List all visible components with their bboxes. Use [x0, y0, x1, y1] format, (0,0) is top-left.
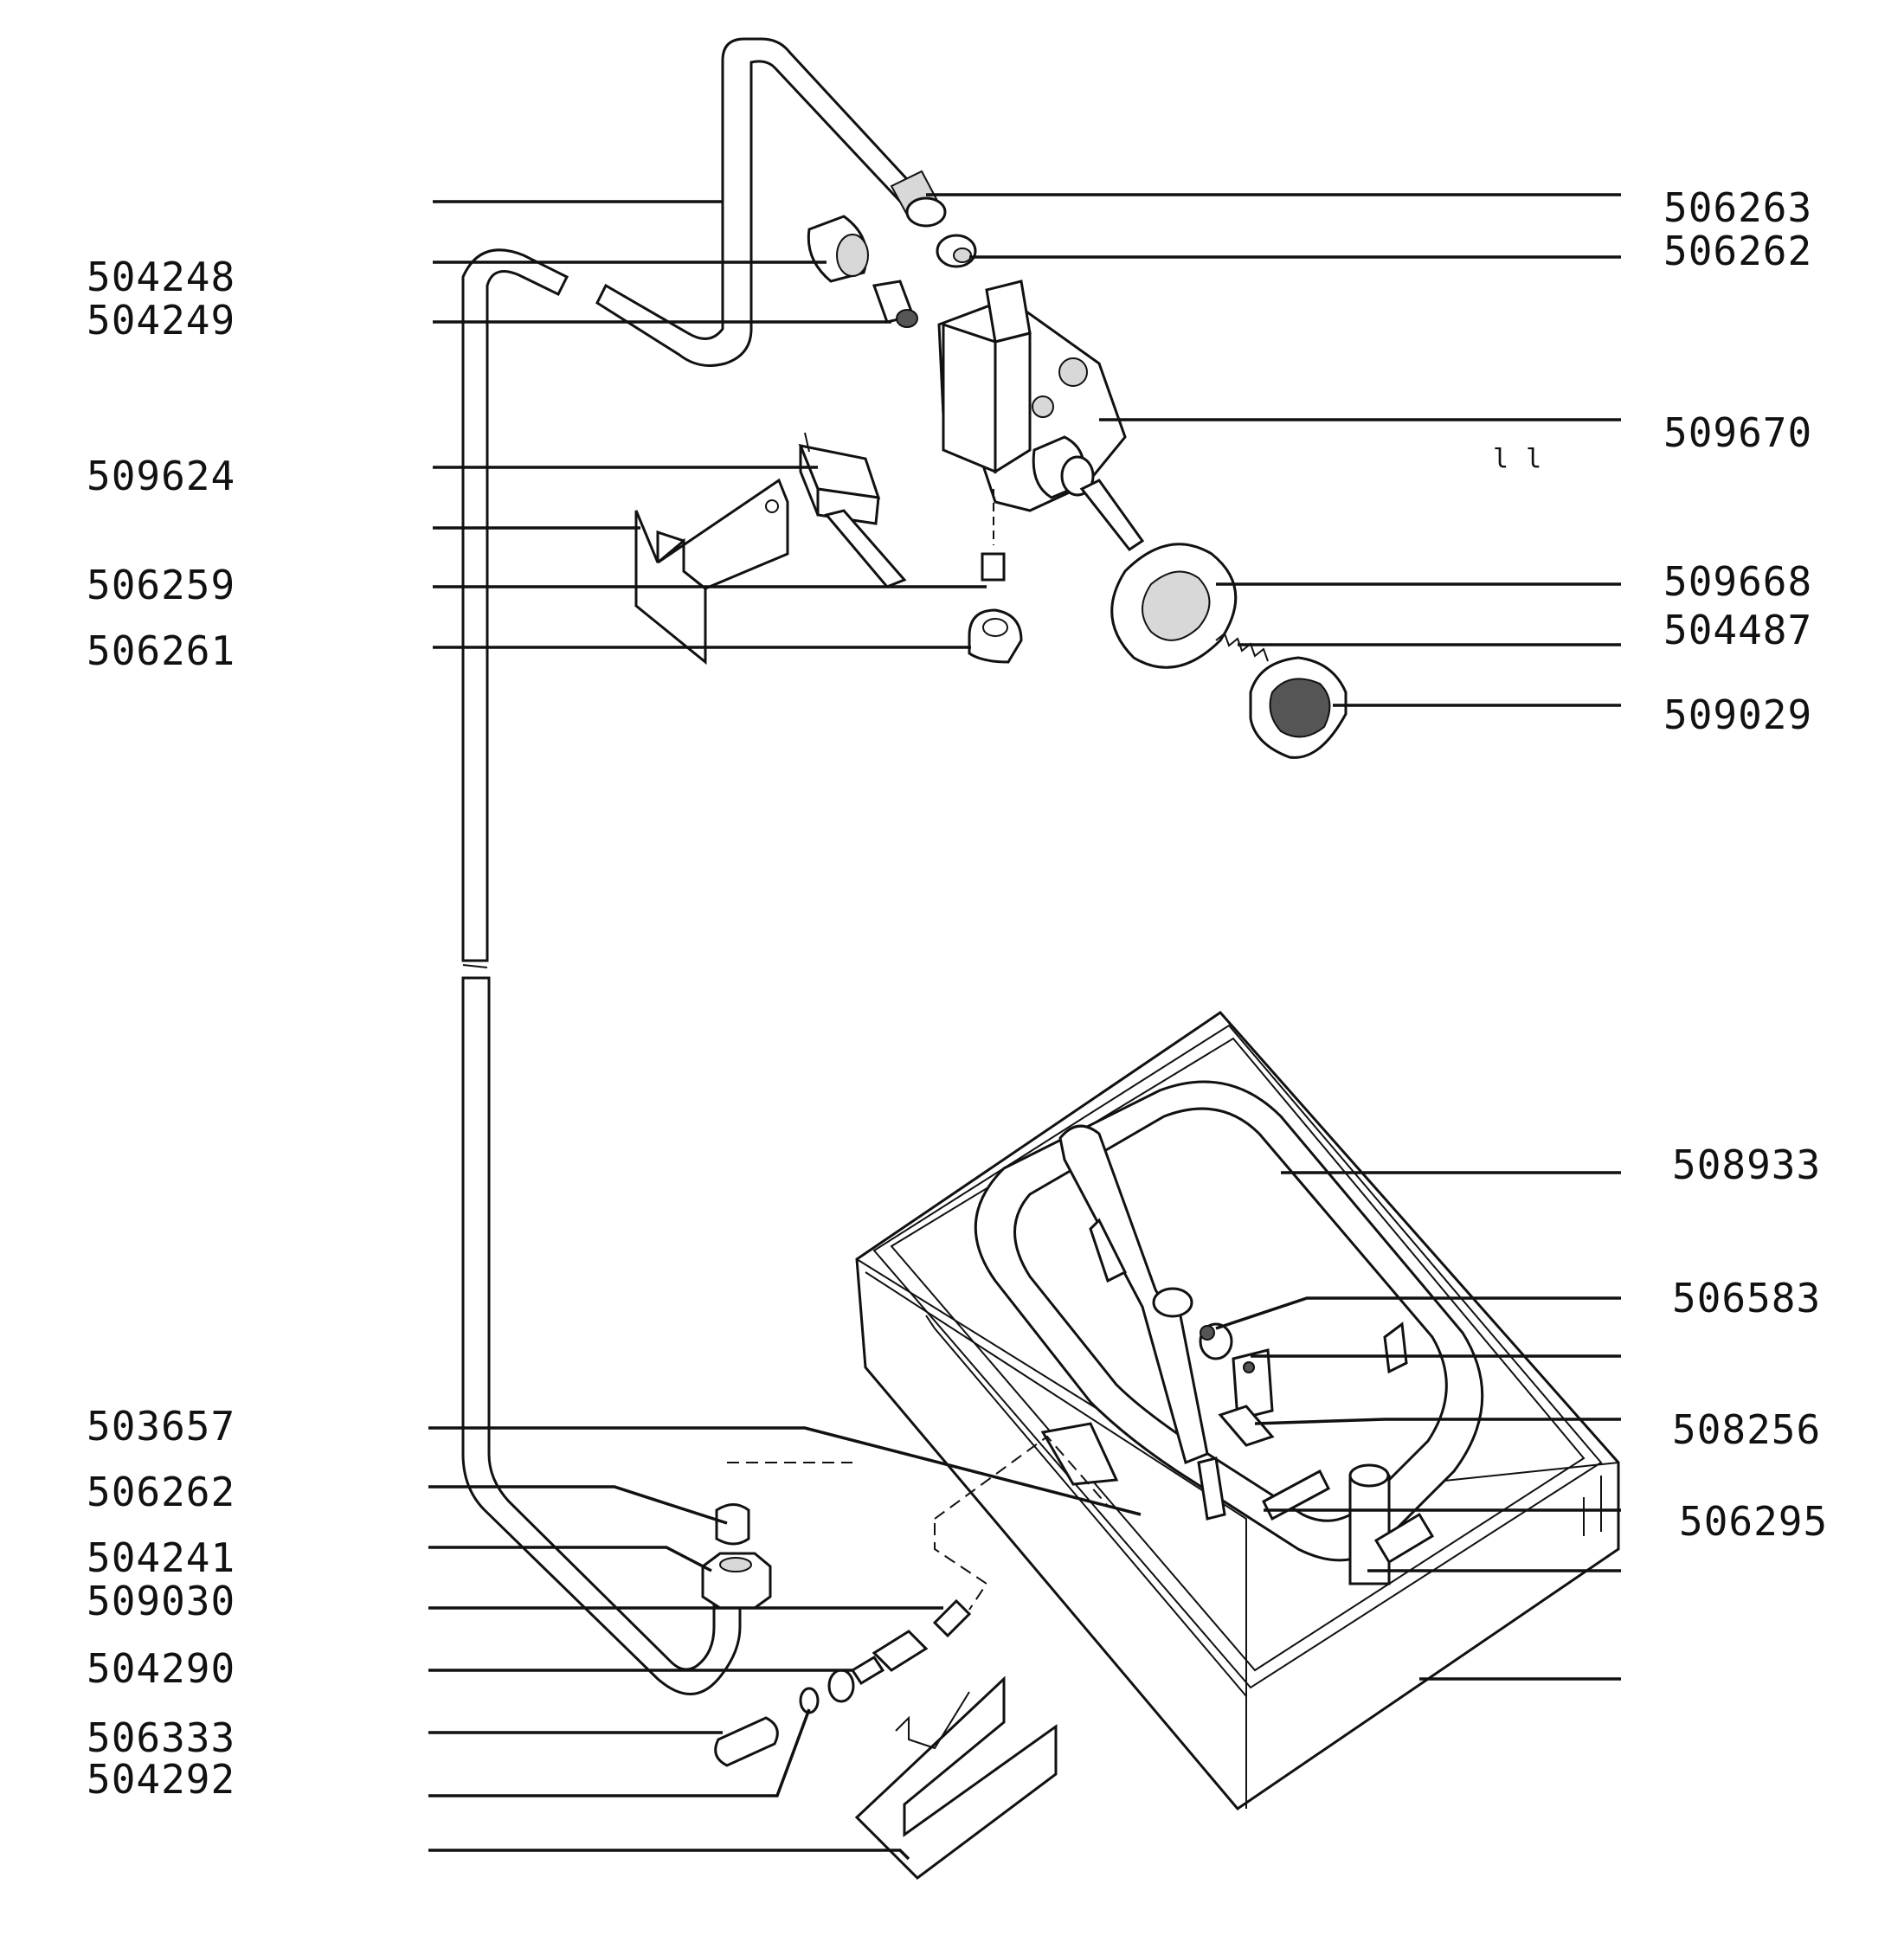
label-503657: 503657	[87, 1403, 235, 1450]
label-506263: 506263	[1663, 184, 1812, 231]
label-504241: 504241	[87, 1534, 235, 1581]
label-506261: 506261	[87, 627, 235, 674]
injector-509030	[850, 1598, 972, 1686]
burner-inlet-tube	[1058, 1124, 1209, 1465]
electrode-506295	[1197, 1456, 1330, 1521]
nut-504292	[799, 1687, 820, 1714]
label-506333: 506333	[87, 1714, 235, 1761]
label-509029: 509029	[1663, 691, 1812, 738]
guide-bracket	[854, 1675, 1058, 1880]
label-506259: 506259	[87, 562, 235, 608]
switch-bracket	[634, 478, 789, 666]
thermocouple-bracket-508256	[1218, 1348, 1275, 1447]
injector-holder-506583	[1199, 1322, 1233, 1360]
label-509670: 509670	[1663, 409, 1812, 456]
stray-mark: l l	[1493, 444, 1542, 474]
microswitch-509624	[798, 432, 907, 588]
label-504249: 504249	[87, 297, 235, 344]
label-504248: 504248	[87, 254, 235, 300]
assembly-dash-lines	[727, 1435, 1109, 1611]
leader-lines	[428, 193, 1621, 1861]
valve-spindle	[1079, 479, 1145, 552]
nut-506261	[968, 608, 1023, 664]
right-labels: 506263 506262 509670 509668 504487 50902…	[1663, 184, 1828, 1545]
label-504290: 504290	[87, 1645, 235, 1692]
bezel-ring-509668	[1110, 543, 1238, 669]
label-504292: 504292	[87, 1756, 235, 1803]
label-506262-upper: 506262	[1663, 228, 1812, 274]
label-504487: 504487	[1663, 607, 1812, 653]
label-506295: 506295	[1679, 1498, 1828, 1545]
fitting-504248	[807, 215, 869, 283]
label-509030: 509030	[87, 1578, 235, 1624]
washer-504290	[827, 1669, 855, 1703]
label-509668: 509668	[1663, 558, 1812, 605]
gas-valve-509670	[937, 280, 1127, 512]
olive-506262	[936, 234, 977, 268]
gas-tube-upper	[595, 37, 919, 367]
nut-504241	[701, 1552, 772, 1610]
label-508933: 508933	[1672, 1141, 1821, 1188]
valve-pin	[981, 489, 1006, 582]
label-506262-lower: 506262	[87, 1469, 235, 1515]
left-labels: 504248 504249 509624 506259 506261 50365…	[87, 254, 235, 1803]
spring-504487	[1215, 632, 1269, 662]
fitting-504249	[872, 280, 918, 328]
nut-fitting-506263	[890, 170, 947, 228]
control-knob-509029	[1249, 656, 1348, 759]
label-509624: 509624	[87, 453, 235, 499]
label-508256: 508256	[1672, 1406, 1821, 1453]
label-506583: 506583	[1672, 1275, 1821, 1321]
olive-506262-lower	[715, 1503, 750, 1546]
burner-support-post	[1348, 1321, 1435, 1585]
burner-bracket-left	[1040, 1218, 1128, 1486]
thermocouple-506333	[714, 1716, 779, 1767]
